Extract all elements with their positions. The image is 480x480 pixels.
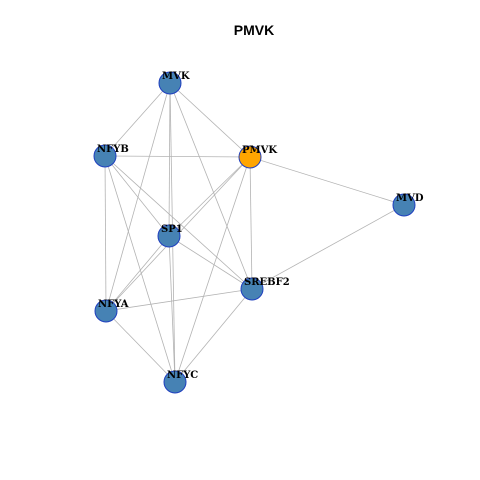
node-circle-sp1 xyxy=(157,224,181,248)
diagram-title: PMVK xyxy=(234,22,274,38)
node-circle-pmvk xyxy=(238,145,262,169)
edge-mvk-srebf2 xyxy=(169,82,253,290)
edge-sp1-nfya xyxy=(105,235,170,312)
edge-pmvk-mvd xyxy=(249,156,405,206)
edge-nfyb-nfya xyxy=(104,155,107,312)
node-circle-mvd xyxy=(392,193,416,217)
edge-nfya-nfyc xyxy=(105,310,176,383)
node-label-srebf2: SREBF2 xyxy=(244,277,290,288)
edge-sp1-nfyc xyxy=(168,235,176,383)
edge-pmvk-srebf2 xyxy=(249,156,253,290)
node-label-nfyb: NFYB xyxy=(97,144,129,155)
node-srebf2: SREBF2 xyxy=(240,277,290,301)
node-nfya: NFYA xyxy=(94,299,129,323)
node-label-mvd: MVD xyxy=(396,193,424,204)
node-circle-srebf2 xyxy=(240,277,264,301)
node-circle-nfya xyxy=(94,299,118,323)
node-circle-nfyc xyxy=(163,370,187,394)
edge-sp1-srebf2 xyxy=(168,235,253,290)
edge-layer xyxy=(104,82,405,383)
node-circle-mvk xyxy=(158,71,182,95)
node-label-nfyc: NFYC xyxy=(167,370,198,381)
edge-mvd-srebf2 xyxy=(251,204,405,290)
edge-pmvk-nfyc xyxy=(174,156,251,383)
node-label-mvk: MVK xyxy=(162,71,190,82)
node-pmvk: PMVK xyxy=(238,145,277,169)
node-sp1: SP1 xyxy=(157,224,183,248)
edge-nfyb-pmvk xyxy=(104,155,251,158)
node-label-sp1: SP1 xyxy=(161,224,183,235)
edge-pmvk-sp1 xyxy=(168,156,251,237)
node-label-nfya: NFYA xyxy=(98,299,129,310)
node-mvk: MVK xyxy=(158,71,190,95)
edge-nfyb-srebf2 xyxy=(104,155,253,290)
edge-mvk-nfyb xyxy=(104,82,171,157)
node-circle-nfyb xyxy=(93,144,117,168)
edge-nfyb-sp1 xyxy=(104,155,170,237)
edge-srebf2-nfyc xyxy=(174,288,253,383)
node-mvd: MVD xyxy=(392,193,424,217)
node-nfyb: NFYB xyxy=(93,144,129,168)
node-label-pmvk: PMVK xyxy=(242,145,277,156)
edge-mvk-pmvk xyxy=(169,82,251,158)
edge-mvk-sp1 xyxy=(168,82,171,237)
edge-nfyb-nfyc xyxy=(104,155,176,383)
edge-srebf2-nfya xyxy=(105,288,253,312)
node-nfyc: NFYC xyxy=(163,370,198,394)
